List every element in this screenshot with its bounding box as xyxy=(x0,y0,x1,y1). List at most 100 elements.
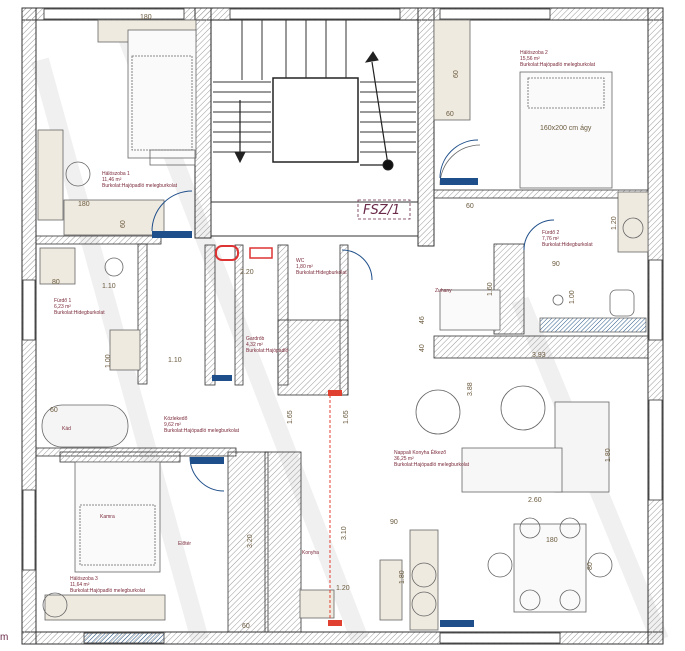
svg-text:Kád: Kád xyxy=(62,426,71,432)
svg-text:Zuhany: Zuhany xyxy=(435,288,452,294)
svg-text:Előtér: Előtér xyxy=(178,541,191,547)
room-area: 4,32 m² xyxy=(246,342,263,348)
dimension: 60 xyxy=(453,70,460,78)
room-note: Kád xyxy=(62,426,71,432)
room-name: Fürdő 1 xyxy=(54,298,71,304)
room-floor: Burkolat:Hidegburkolat xyxy=(296,270,347,276)
dimension: 1.20 xyxy=(336,585,350,592)
door-swings xyxy=(151,139,555,492)
svg-text:Burkolat:Hidegburkolat: Burkolat:Hidegburkolat xyxy=(296,270,347,276)
svg-text:Burkolat:Hajópadló melegburkol: Burkolat:Hajópadló melegburkolat xyxy=(164,428,240,434)
dimension: 1.00 xyxy=(105,354,112,368)
dimension: 60 xyxy=(466,203,474,210)
interior-walls xyxy=(35,189,649,633)
dimension: 180 xyxy=(140,14,152,21)
door-bedroom-2 xyxy=(440,178,478,185)
svg-text:11,46 m²: 11,46 m² xyxy=(102,177,122,183)
svg-text:Hálószoba 1: Hálószoba 1 xyxy=(102,171,130,177)
room-area: 6,23 m² xyxy=(54,304,71,310)
bedroom-2-furniture xyxy=(433,19,649,253)
svg-text:9,62 m²: 9,62 m² xyxy=(164,422,181,428)
stamp-frame xyxy=(357,199,411,220)
red-markers xyxy=(215,245,342,626)
room-floor: Burkolat:Hajópadló melegburkolat xyxy=(70,588,146,594)
svg-text:Burkolat:Hidegburkolat: Burkolat:Hidegburkolat xyxy=(54,310,105,316)
room-name: Hálószoba 2 xyxy=(520,50,548,56)
doors xyxy=(152,178,478,627)
room-area: 9,62 m² xyxy=(164,422,181,428)
svg-text:Fürdő 1: Fürdő 1 xyxy=(54,298,71,304)
svg-text:Fürdő 2: Fürdő 2 xyxy=(542,230,559,236)
dimension: 3.88 xyxy=(467,382,474,396)
dimension: 1.65 xyxy=(287,410,294,424)
svg-text:Burkolat:Hidegburkolat: Burkolat:Hidegburkolat xyxy=(542,242,593,248)
dimension: 80 xyxy=(587,562,594,570)
svg-text:11,64 m²: 11,64 m² xyxy=(70,582,90,588)
room-name: Hálószoba 1 xyxy=(102,171,130,177)
door-bedroom-1 xyxy=(152,231,192,238)
dimension: 2.60 xyxy=(528,497,542,504)
dimension: 1.80 xyxy=(605,448,612,462)
room-floor: Burkolat:Hajópadló xyxy=(246,348,288,354)
svg-text:Hálószoba 3: Hálószoba 3 xyxy=(70,576,98,582)
dimension: 60 xyxy=(242,623,250,630)
svg-text:Gardrób: Gardrób xyxy=(246,336,265,342)
dimension: 60 xyxy=(446,111,454,118)
svg-text:Konyha: Konyha xyxy=(302,550,319,556)
room-area: 7,76 m² xyxy=(542,236,559,242)
bedroom-1-furniture xyxy=(37,19,197,448)
room-area: 36,25 m² xyxy=(394,456,414,462)
svg-text:Hálószoba 2: Hálószoba 2 xyxy=(520,50,548,56)
door-living xyxy=(440,620,474,627)
door-bedroom-3 xyxy=(190,457,224,464)
svg-text:Közlekedő: Közlekedő xyxy=(164,416,188,422)
svg-text:15,56 m²: 15,56 m² xyxy=(520,56,540,62)
door-bath-1 xyxy=(212,375,232,381)
svg-text:Burkolat:Hajópadló melegburkol: Burkolat:Hajópadló melegburkolat xyxy=(70,588,146,594)
room-note: Kamra xyxy=(100,514,115,520)
room-name: WC xyxy=(296,258,305,264)
dimension: 1.20 xyxy=(611,216,618,230)
room-area: 11,64 m² xyxy=(70,582,90,588)
dimension: 80 xyxy=(52,279,60,286)
room-name: Fürdő 2 xyxy=(542,230,559,236)
dimension: 1.10 xyxy=(168,357,182,364)
bath-2-fixtures xyxy=(439,289,647,333)
room-area: 11,46 m² xyxy=(102,177,122,183)
dimension: 3.10 xyxy=(341,526,348,540)
room-note: Előtér xyxy=(178,541,191,547)
svg-text:Burkolat:Hajópadló melegburkol: Burkolat:Hajópadló melegburkolat xyxy=(520,62,596,68)
svg-text:Nappali Konyha Étkező: Nappali Konyha Étkező xyxy=(394,449,446,456)
room-labels: Hálószoba 1 11,46 m² Burkolat:Hajópadló … xyxy=(54,50,596,594)
stamp-label: FSZ/1 xyxy=(363,203,400,218)
dimension: 180 xyxy=(78,201,90,208)
dimension: 90 xyxy=(552,261,560,268)
dimension: 3.20 xyxy=(247,534,254,548)
dimension: 1.00 xyxy=(569,290,576,304)
dimension: 1.10 xyxy=(102,283,116,290)
room-area: 1,80 m² xyxy=(296,264,313,270)
svg-text:7,76 m²: 7,76 m² xyxy=(542,236,559,242)
room-note: Zuhany xyxy=(435,288,452,294)
dimension: 3.93 xyxy=(532,352,546,359)
dimension: 60 xyxy=(50,407,58,414)
dimension: 1.80 xyxy=(399,570,406,584)
room-name: Közlekedő xyxy=(164,416,188,422)
dimension: 40 xyxy=(419,344,426,352)
svg-text:6,23 m²: 6,23 m² xyxy=(54,304,71,310)
dimension: 180 xyxy=(546,537,558,544)
room-note: Konyha xyxy=(302,550,319,556)
dimension: 90 xyxy=(390,519,398,526)
svg-text:1,80 m²: 1,80 m² xyxy=(296,264,313,270)
svg-text:36,25 m²: 36,25 m² xyxy=(394,456,414,462)
room-floor: Burkolat:Hajópadló melegburkolat xyxy=(164,428,240,434)
dimension: 1.65 xyxy=(343,410,350,424)
svg-text:WC: WC xyxy=(296,258,305,264)
windows xyxy=(22,8,663,644)
bedroom-3-furniture xyxy=(42,461,166,621)
room-floor: Burkolat:Hidegburkolat xyxy=(54,310,105,316)
dimension: 160x200 cm ágy xyxy=(540,125,592,132)
edge-fragment: m xyxy=(0,632,8,643)
room-floor: Burkolat:Hidegburkolat xyxy=(542,242,593,248)
dimension: 60 xyxy=(120,220,127,228)
